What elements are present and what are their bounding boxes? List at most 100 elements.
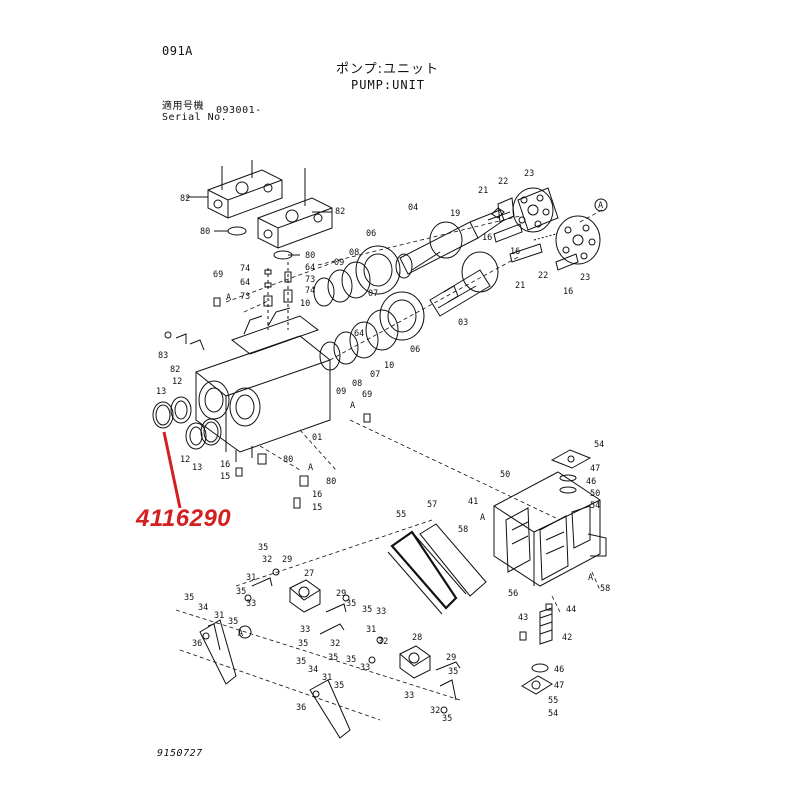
callout-67: 69 bbox=[213, 270, 223, 280]
callout-59: 57 bbox=[427, 500, 437, 510]
servo-block-27 bbox=[289, 579, 321, 613]
callout-55: 54 bbox=[594, 440, 604, 450]
callout-31: 31 bbox=[366, 625, 376, 635]
callout-13: 13 bbox=[156, 387, 166, 397]
cylinder-block-lower bbox=[555, 215, 601, 265]
bearing-stack-upper bbox=[313, 245, 401, 307]
callout-a: A bbox=[588, 573, 593, 583]
callout-33: 33 bbox=[404, 691, 414, 701]
callout-33: 33 bbox=[300, 625, 310, 635]
callout-a: A bbox=[308, 463, 313, 473]
callout-10: 10 bbox=[384, 361, 394, 371]
callout-29: 29 bbox=[446, 653, 456, 663]
callout-55: 54 bbox=[590, 501, 600, 511]
callout-12: 12 bbox=[172, 377, 182, 387]
title-japanese: ポンプ:ユニット bbox=[336, 62, 439, 77]
callout-64: 58 bbox=[600, 584, 610, 594]
callout-a: A bbox=[480, 513, 485, 523]
callout-33: 33 bbox=[360, 663, 370, 673]
callout-12: 12 bbox=[180, 455, 190, 465]
callout-31: 31 bbox=[246, 573, 256, 583]
callout-35: 35 bbox=[258, 543, 268, 553]
callout-67: 69 bbox=[362, 390, 372, 400]
callout-42: 42 bbox=[562, 633, 572, 643]
callout-06: 06 bbox=[410, 345, 420, 355]
callout-74: 80 bbox=[305, 251, 315, 261]
callout-16: 16 bbox=[312, 490, 322, 500]
callout-54: 64 bbox=[240, 278, 250, 288]
callout-33: 33 bbox=[376, 607, 386, 617]
callout-34: 34 bbox=[198, 603, 208, 613]
regulator-valve-lower bbox=[257, 168, 333, 249]
callout-72: 73 bbox=[305, 275, 315, 285]
callout-04: 04 bbox=[408, 203, 418, 213]
callout-36: 36 bbox=[192, 639, 202, 649]
callout-32: 32 bbox=[430, 706, 440, 716]
callout-21: 21 bbox=[515, 281, 525, 291]
callout-47: 47 bbox=[554, 681, 564, 691]
callout-35: 35 bbox=[228, 617, 238, 627]
callout-35: 35 bbox=[346, 655, 356, 665]
callout-35: 35 bbox=[298, 639, 308, 649]
callout-31: 31 bbox=[214, 611, 224, 621]
callout-56: 55 bbox=[548, 696, 558, 706]
serial-value: 093001- bbox=[216, 105, 262, 116]
callout-25: 23 bbox=[524, 169, 534, 179]
callout-83: 83 bbox=[158, 351, 168, 361]
callout-23: 22 bbox=[498, 177, 508, 187]
callout-69: 82 bbox=[180, 194, 190, 204]
callout-54: 64 bbox=[354, 329, 364, 339]
serial-label-japanese: 適用号機 bbox=[162, 101, 204, 112]
callout-58: 56 bbox=[508, 589, 518, 599]
callout-35: 35 bbox=[184, 593, 194, 603]
callout-35: 35 bbox=[236, 587, 246, 597]
callout-07: 07 bbox=[370, 370, 380, 380]
bearing-stack-lower bbox=[319, 291, 425, 371]
cylinder-block-upper bbox=[512, 187, 559, 233]
callout-35: 35 bbox=[442, 714, 452, 724]
callout-35: 35 bbox=[362, 605, 372, 615]
footer-drawing-code: 9150727 bbox=[157, 748, 203, 759]
callout-27: 27 bbox=[304, 569, 314, 579]
title-english: PUMP:UNIT bbox=[351, 78, 426, 92]
callout-15: 15 bbox=[312, 503, 322, 513]
callout-09: 09 bbox=[334, 258, 344, 268]
callout-73: 74 bbox=[240, 264, 250, 274]
callout-82: 82 bbox=[170, 365, 180, 375]
callout-22: 19 bbox=[450, 209, 460, 219]
drive-shaft-lower bbox=[429, 251, 499, 317]
callout-03: 03 bbox=[458, 318, 468, 328]
callout-55: 54 bbox=[548, 709, 558, 719]
callout-32: 32 bbox=[378, 637, 388, 647]
callout-54: 50 bbox=[500, 470, 510, 480]
callout-a: A bbox=[238, 629, 243, 639]
callout-19: 16 bbox=[482, 233, 492, 243]
gear-pump-body bbox=[493, 471, 607, 587]
callout-08: 08 bbox=[352, 379, 362, 389]
drive-shaft-upper bbox=[395, 209, 505, 279]
callout-07: 07 bbox=[368, 289, 378, 299]
callout-57: 55 bbox=[396, 510, 406, 520]
page-code: 091A bbox=[162, 44, 193, 58]
callout-35: 35 bbox=[328, 653, 338, 663]
callout-64: 58 bbox=[458, 525, 468, 535]
serial-label-english: Serial No. bbox=[162, 112, 228, 123]
callout-21: 21 bbox=[478, 186, 488, 196]
callout-41: 41 bbox=[468, 497, 478, 507]
callout-a: A bbox=[226, 293, 231, 303]
bolt-column-left bbox=[263, 262, 293, 330]
callout-19: 16 bbox=[563, 287, 573, 297]
regulator-valve-upper bbox=[207, 160, 283, 219]
callout-35: 35 bbox=[296, 657, 306, 667]
callout-51: 47 bbox=[590, 464, 600, 474]
callout-36: 36 bbox=[296, 703, 306, 713]
callout-80: 80 bbox=[326, 477, 336, 487]
callout-35: 35 bbox=[448, 667, 458, 677]
callout-69: 82 bbox=[335, 207, 345, 217]
callout-31: 31 bbox=[322, 673, 332, 683]
servo-block-28 bbox=[399, 645, 431, 679]
highlighted-part-number: 4116290 bbox=[136, 505, 232, 532]
callout-43: 43 bbox=[518, 613, 528, 623]
callout-35: 35 bbox=[334, 681, 344, 691]
